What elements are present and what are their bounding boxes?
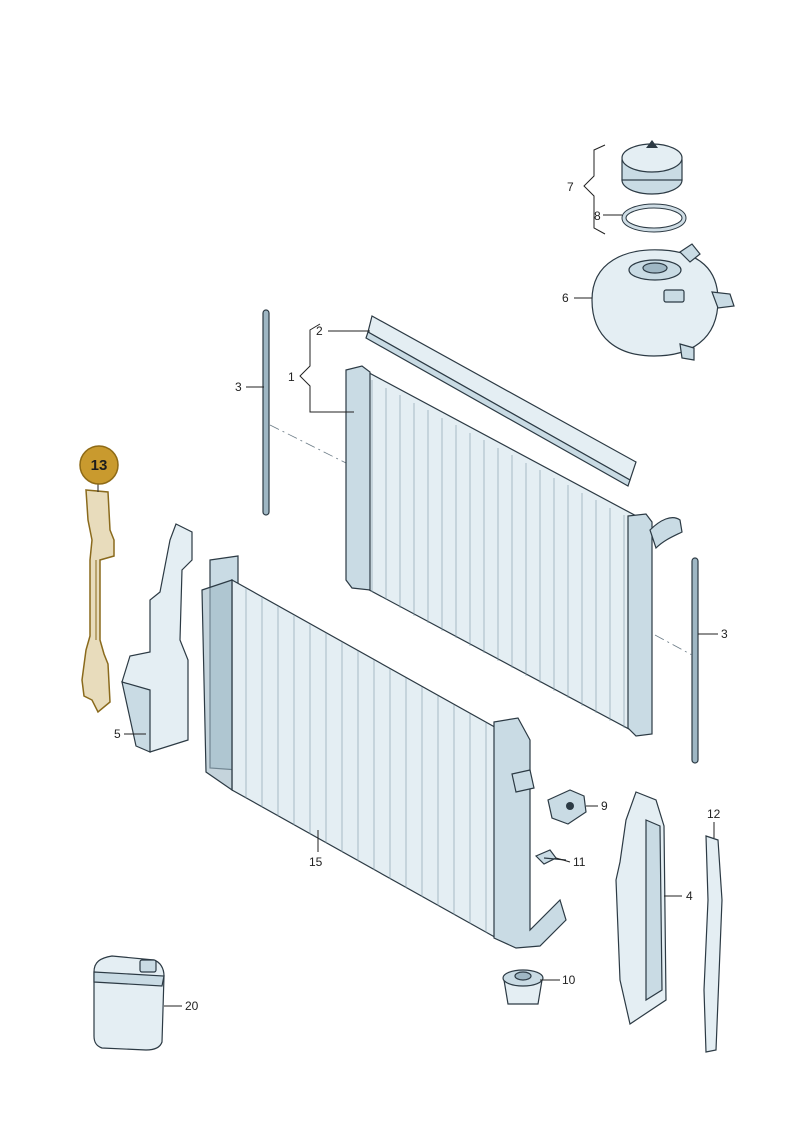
callout-2: 2 (316, 324, 323, 338)
charge-air-cooler[interactable] (201, 555, 567, 949)
callout-6: 6 (562, 291, 569, 305)
callout-5: 5 (114, 727, 121, 741)
screw-11[interactable] (534, 849, 567, 865)
callout-3-left: 3 (235, 380, 242, 394)
callout-8: 8 (594, 209, 601, 223)
callout-3-right: 3 (721, 627, 728, 641)
callout-10: 10 (562, 973, 576, 987)
seal-ring[interactable] (621, 203, 687, 233)
expansion-tank[interactable] (591, 243, 735, 361)
air-duct-seal-13[interactable] (81, 489, 115, 714)
leader-lines (97, 144, 718, 1007)
callout-12: 12 (707, 807, 721, 821)
side-seal-strip-right[interactable] (691, 557, 699, 764)
bracket-9[interactable] (547, 789, 587, 825)
air-duct-seal-12[interactable] (703, 835, 723, 1053)
highlight-badge-label: 13 (91, 457, 108, 474)
highlight-badge[interactable]: 13 (79, 445, 119, 485)
callout-4: 4 (686, 889, 693, 903)
callout-20: 20 (185, 999, 199, 1013)
callout-11: 11 (573, 855, 586, 869)
upper-seal-strip[interactable] (365, 315, 637, 487)
callout-7: 7 (567, 180, 574, 194)
callout-9: 9 (601, 799, 608, 813)
rubber-mount-10[interactable] (502, 969, 544, 1005)
callout-15: 15 (309, 855, 323, 869)
callout-1: 1 (288, 370, 295, 384)
air-guide-right[interactable] (615, 791, 667, 1025)
reservoir-cap[interactable] (621, 140, 683, 195)
coolant-radiator[interactable] (345, 365, 683, 737)
side-seal-strip-left[interactable] (262, 309, 270, 516)
air-guide-left[interactable] (121, 523, 193, 753)
coolant-canister[interactable] (93, 955, 165, 1051)
